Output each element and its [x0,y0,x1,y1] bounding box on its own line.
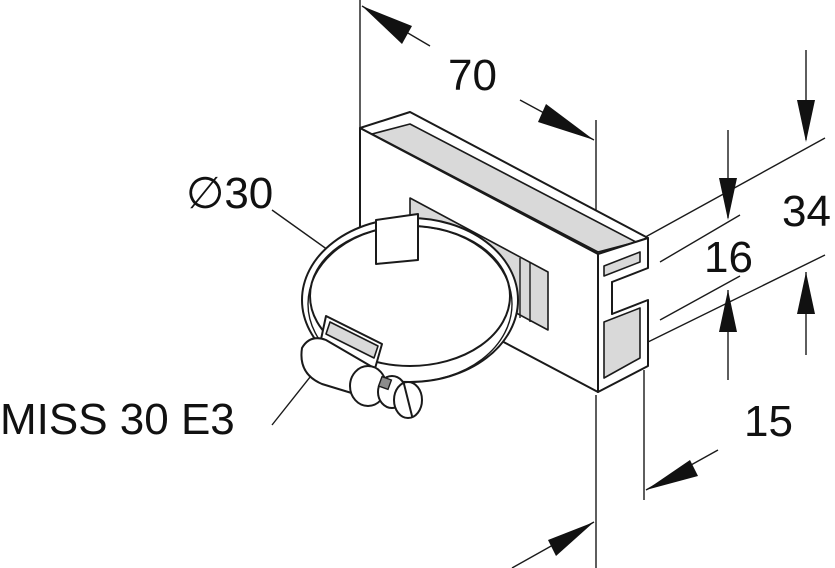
arrowhead-icon [719,178,737,220]
dimension-15-line [645,449,719,491]
arrowhead-icon [719,290,737,332]
arrowhead-icon [362,6,412,44]
arrowhead-icon [548,522,594,556]
dimension-15-label: 15 [744,397,793,446]
dimension-34-label: 34 [782,187,831,236]
arrowhead-icon [797,100,815,142]
arrowhead-icon [797,272,815,314]
dimension-bottom-arrow [511,521,595,568]
dimension-70-label: 70 [448,51,497,100]
clamp-screw [300,337,423,419]
dimension-16-line [719,130,737,380]
diameter-label: ∅30 [186,172,273,216]
diameter-leader-line [271,209,336,256]
dimension-70-line [361,5,595,141]
arrowhead-icon [538,104,594,140]
hose-clamp [300,213,519,419]
diameter-symbol: ∅ [186,169,225,218]
arrowhead-icon [646,460,698,490]
dimension-16-label: 16 [704,233,753,282]
part-label: MISS 30 E3 [0,395,235,444]
diameter-value: 30 [224,169,274,218]
dimension-34-line [797,50,815,355]
